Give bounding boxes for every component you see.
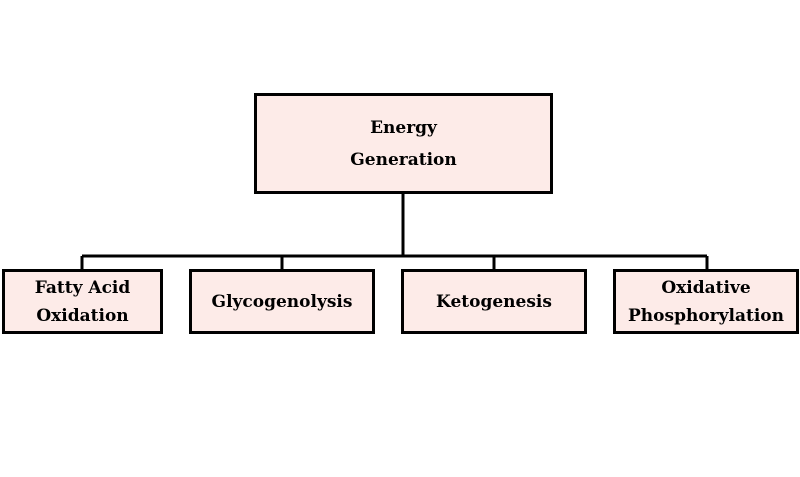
child-node-glycogenolysis: Glycogenolysis	[189, 269, 375, 334]
child-node-label: Glycogenolysis	[211, 291, 353, 312]
child-node-oxidative-phosphorylation: Oxidative Phosphorylation	[613, 269, 799, 334]
root-node-label-line1: Energy	[370, 117, 437, 138]
child-node-label: Ketogenesis	[436, 291, 552, 312]
root-node-energy-generation: Energy Generation	[254, 93, 553, 194]
child-node-label-line1: Oxidative	[661, 277, 751, 298]
child-node-label-line2: Oxidation	[36, 305, 129, 326]
child-node-label-line2: Phosphorylation	[628, 305, 784, 326]
child-node-ketogenesis: Ketogenesis	[401, 269, 587, 334]
root-node-label-line2: Generation	[350, 149, 457, 170]
child-node-fatty-acid-oxidation: Fatty Acid Oxidation	[2, 269, 163, 334]
child-node-label-line1: Fatty Acid	[34, 277, 131, 298]
